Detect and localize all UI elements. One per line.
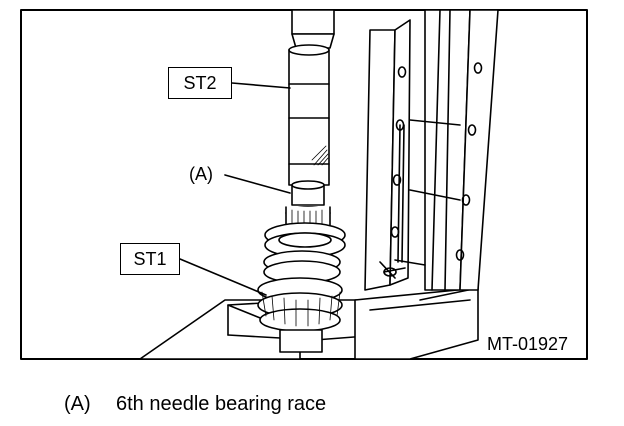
gear-stack [257, 206, 346, 353]
caption-text: 6th needle bearing race [116, 393, 327, 415]
st1-label: ST1 [120, 243, 180, 275]
a-label: (A) [189, 164, 213, 184]
st2-leader-line [231, 82, 291, 89]
caption-key: (A) [64, 393, 91, 415]
caption: (A) 6th needle bearing race [64, 393, 326, 416]
st2-label: ST2 [168, 67, 232, 99]
press-ram [291, 9, 335, 49]
press-frame-rails [364, 9, 499, 291]
figure-code: MT-01927 [487, 334, 569, 354]
st2-tool [288, 44, 330, 206]
st1-leader-line [179, 258, 267, 296]
a-leader-line [224, 174, 291, 194]
